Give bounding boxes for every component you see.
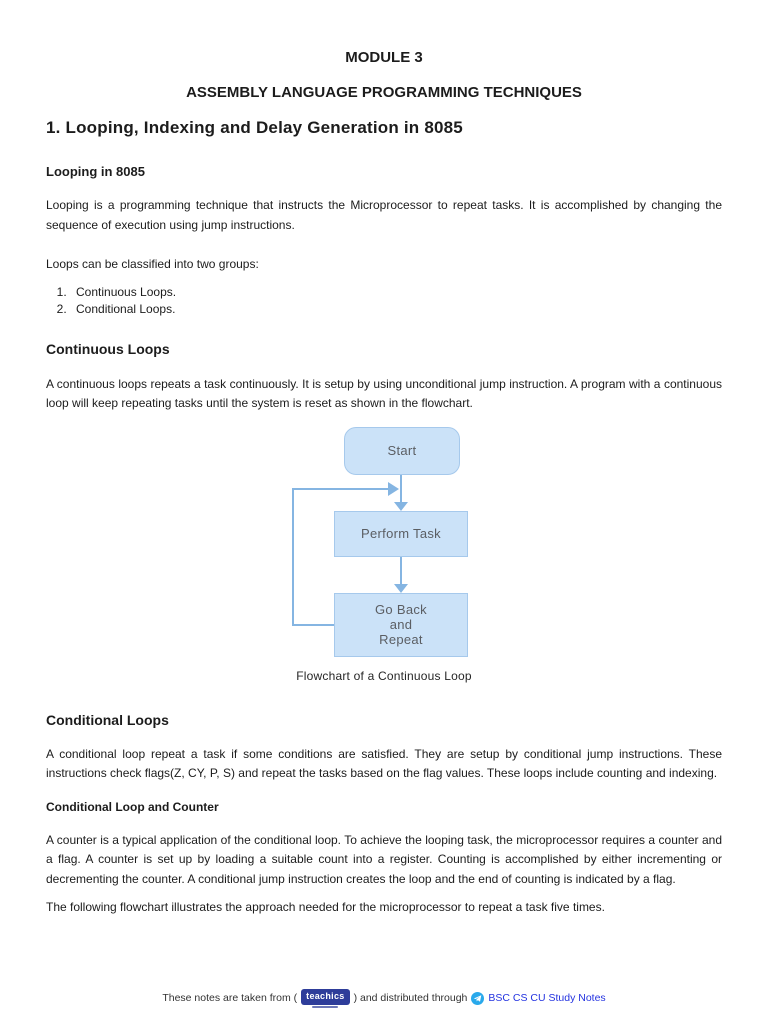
looping-heading: Looping in 8085 — [46, 164, 145, 179]
conditional-counter-heading: Conditional Loop and Counter — [46, 799, 219, 814]
telegram-icon[interactable] — [471, 992, 485, 1005]
page-footer: These notes are taken from ( teachics ) … — [0, 989, 768, 1008]
footer-text-middle: ) and distributed through — [353, 992, 468, 1004]
conditional-counter-paragraph: A counter is a typical application of th… — [46, 832, 722, 886]
arrow-right-icon — [388, 481, 399, 496]
closing-paragraph: The following flowchart illustrates the … — [46, 900, 605, 914]
continuous-loop-flowchart: Start Perform Task Go Back and Repeat — [284, 424, 484, 660]
arrow-down-icon — [394, 501, 408, 511]
flowchart-node-perform-task: Perform Task — [334, 510, 468, 557]
list-item: Continuous Loops. — [70, 284, 722, 301]
flowchart-node-start: Start — [344, 426, 460, 475]
teachics-logo-tagline — [312, 1006, 339, 1008]
flowchart-connectors — [292, 474, 408, 626]
loop-groups-intro: Loops can be classified into two groups: — [46, 257, 259, 271]
continuous-loops-paragraph: A continuous loops repeats a task contin… — [46, 376, 722, 411]
flowchart-node-go-back-repeat: Go Back and Repeat — [334, 592, 468, 657]
module-title: MODULE 3 — [345, 49, 423, 66]
looping-paragraph: Looping is a programming technique that … — [46, 198, 722, 232]
list-item: Conditional Loops. — [70, 301, 722, 318]
conditional-loops-paragraph: A conditional loop repeat a task if some… — [46, 746, 722, 781]
loop-types-list: Continuous Loops. Conditional Loops. — [46, 284, 722, 318]
teachics-logo: teachics — [301, 989, 350, 1008]
study-notes-link[interactable]: BSC CS CU Study Notes — [488, 992, 606, 1004]
document-subtitle: ASSEMBLY LANGUAGE PROGRAMMING TECHNIQUES — [186, 84, 582, 101]
teachics-logo-text: teachics — [301, 989, 350, 1005]
flowchart-caption: Flowchart of a Continuous Loop — [296, 668, 472, 683]
continuous-loops-heading: Continuous Loops — [46, 340, 170, 357]
footer-text-prefix: These notes are taken from ( — [162, 992, 298, 1004]
arrow-down-icon — [394, 583, 408, 593]
section-heading: 1. Looping, Indexing and Delay Generatio… — [46, 118, 463, 137]
conditional-loops-heading: Conditional Loops — [46, 711, 169, 728]
